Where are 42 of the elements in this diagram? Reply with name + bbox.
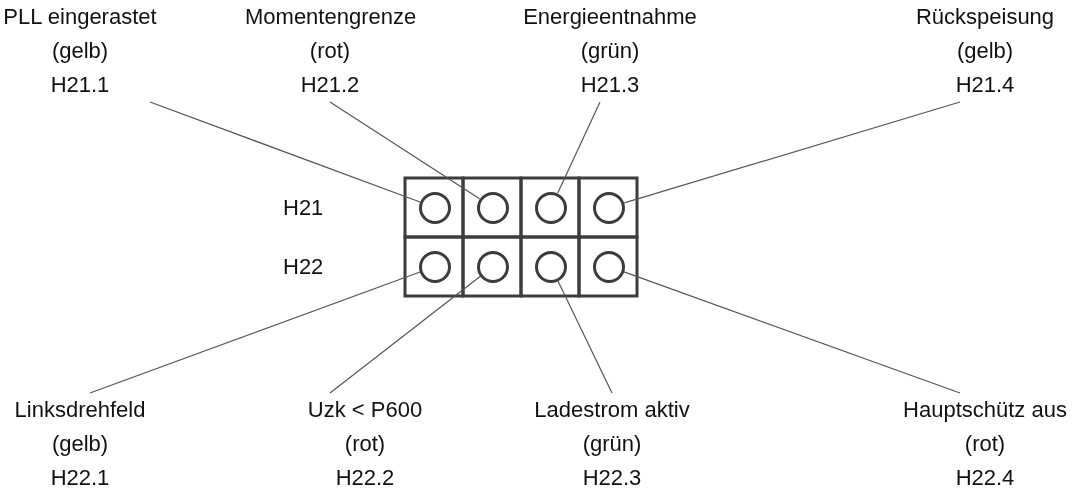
callout-label: H22.1 <box>50 464 110 492</box>
leader-line <box>149 101 421 203</box>
callout-label: H22.4 <box>955 464 1015 492</box>
led-indicator <box>477 250 509 283</box>
callout-label: H22.2 <box>335 464 395 492</box>
callout-label: Energieentnahme <box>523 3 697 31</box>
row-label: H22 <box>283 254 324 279</box>
callout-label: (rot) <box>964 430 1006 458</box>
callout-label: (rot) <box>309 37 351 65</box>
leader-line <box>329 275 481 394</box>
callout-label: Momentengrenze <box>245 3 417 31</box>
callout-label: Linksdrehfeld <box>14 396 146 424</box>
led-indicator <box>419 191 451 224</box>
callout-label: H21.3 <box>580 71 640 99</box>
callout-label: Uzk < P600 <box>307 396 423 424</box>
led-indicator <box>419 250 451 283</box>
callout-label: (rot) <box>344 430 386 458</box>
callout-label: H21.1 <box>50 71 110 99</box>
callout-label: H22.3 <box>582 464 642 492</box>
callout-label: Ladestrom aktiv <box>534 396 690 424</box>
callout-label: H21.4 <box>955 71 1015 99</box>
led-indicator <box>593 250 625 283</box>
leader-line <box>557 101 601 194</box>
callout-label: (gelb) <box>956 37 1014 65</box>
callout-label: (gelb) <box>51 430 109 458</box>
leader-line <box>623 101 961 204</box>
led-indicator <box>477 191 509 224</box>
callout-label: PLL eingerastet <box>3 3 157 31</box>
callout-label: (grün) <box>582 430 642 458</box>
callout-label: Rückspeisung <box>915 3 1055 31</box>
led-indicator <box>593 191 625 224</box>
leader-line <box>89 271 421 394</box>
callout-label: H21.2 <box>300 71 360 99</box>
row-label: H21 <box>283 195 324 220</box>
leader-line <box>623 271 961 394</box>
led-indicator <box>535 191 567 224</box>
led-indicator <box>535 250 567 283</box>
leader-line <box>329 101 481 200</box>
leader-line <box>557 280 613 394</box>
callout-label: (gelb) <box>51 37 109 65</box>
callout-label: Hauptschütz aus <box>903 396 1067 424</box>
callout-label: (grün) <box>580 37 640 65</box>
